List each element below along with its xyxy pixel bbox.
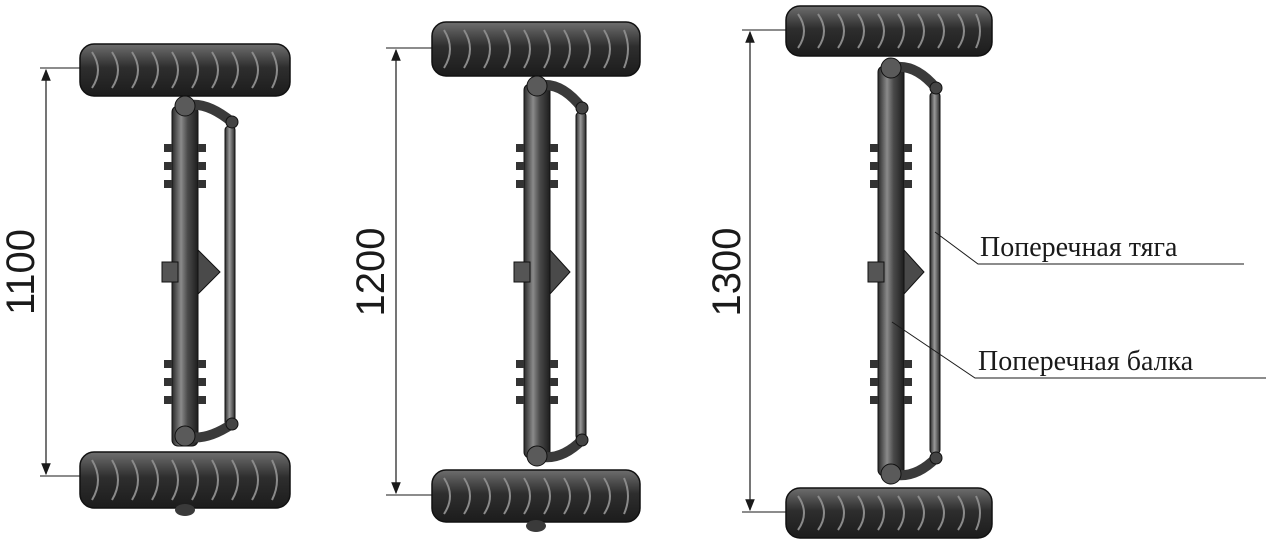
bottom-wheel-1200 [431,469,641,532]
tie-rod-1200 [526,75,589,467]
top-wheel-1300 [785,5,993,57]
callout-tie-rod: Поперечная тяга [934,231,1244,265]
dimension-label-1100: 1100 [0,229,43,315]
bottom-wheel-1100 [79,451,291,516]
axle-assembly-1100: 1100 [0,43,291,516]
tie-rod-1100 [174,95,239,447]
cross-beam-1300 [867,65,925,477]
tie-rod-1300 [880,57,943,485]
cross-beam-1100 [161,105,221,447]
axle-assembly-1200: 1200 [349,21,641,532]
cross-beam-1200 [513,83,571,459]
callout-tie-rod-label: Поперечная тяга [980,232,1178,263]
callout-cross-beam: Поперечная балка [891,321,1266,379]
top-wheel-1200 [431,21,641,77]
top-wheel-1100 [79,43,291,97]
callout-cross-beam-label: Поперечная балка [978,346,1194,377]
dimension-line-1100 [40,67,84,477]
dimension-line-1300 [742,29,790,513]
dimension-line-1200 [386,47,436,496]
dimension-label-1200: 1200 [349,228,393,317]
dimension-label-1300: 1300 [705,228,749,317]
bottom-wheel-1300 [785,487,993,539]
axle-assembly-1300: 1300 [705,5,1266,539]
